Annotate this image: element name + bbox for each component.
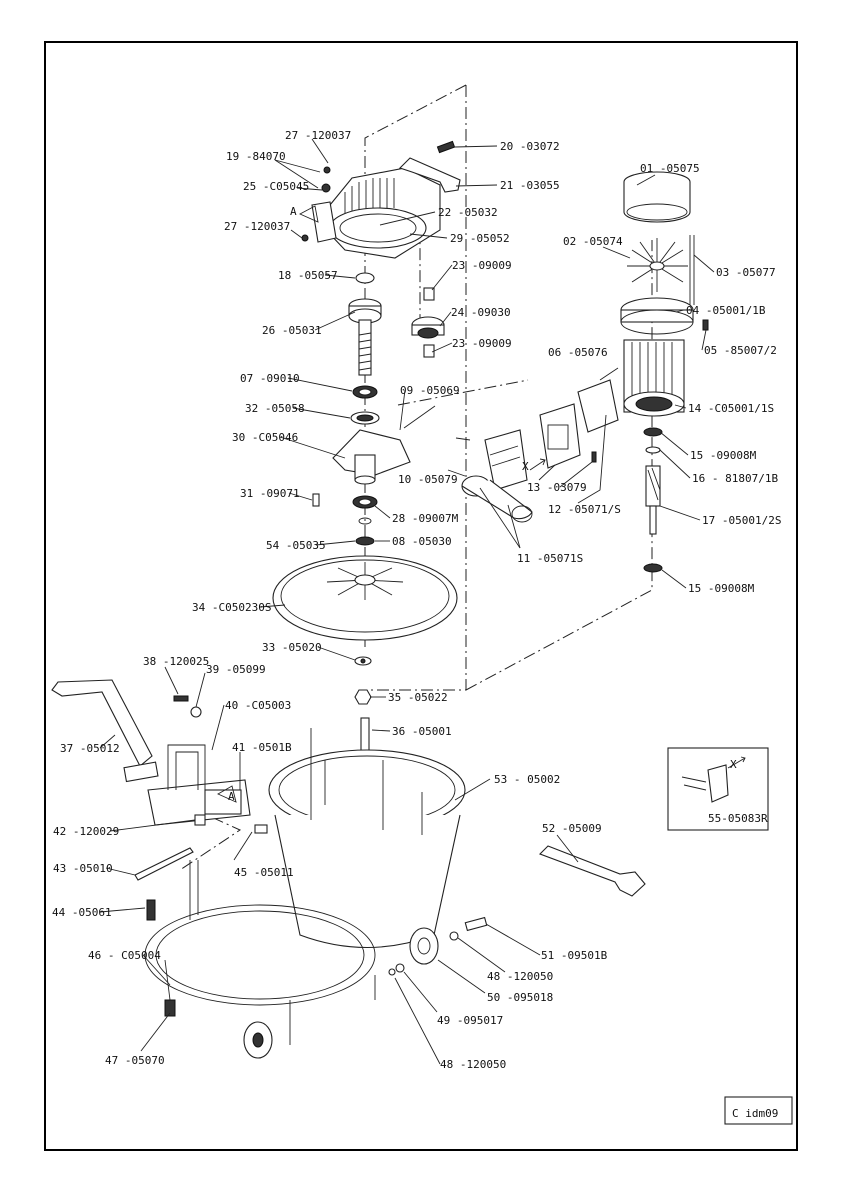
callout-05: 05 -85007/2 xyxy=(704,344,777,357)
wheel-assembly xyxy=(388,916,488,976)
callout-41: 41 -0501B xyxy=(232,741,292,754)
callout-24: 24 -09030 xyxy=(451,306,511,319)
spanner xyxy=(539,845,646,897)
callout-45: 45 -05011 xyxy=(234,866,294,879)
callout-27a: 27 -120037 xyxy=(285,129,351,142)
callout-21: 21 -03055 xyxy=(500,179,560,192)
callout-15a: 15 -09008M xyxy=(690,449,757,462)
callout-38: 38 -120025 xyxy=(143,655,209,668)
callout-04: 04 -05001/1B xyxy=(686,304,766,317)
callout-48a: 48 -120050 xyxy=(487,970,553,983)
callout-26: 26 -05031 xyxy=(262,324,322,337)
callout-44: 44 -05061 xyxy=(52,906,112,919)
callout-33: 33 -05020 xyxy=(262,641,322,654)
mixer-bucket xyxy=(268,728,466,949)
drawing-code: C idm09 xyxy=(732,1107,778,1120)
callout-27b: 27 -120037 xyxy=(224,220,290,233)
callout-02: 02 -05074 xyxy=(563,235,623,248)
callout-42: 42 -120029 xyxy=(53,825,119,838)
callout-19: 19 -84070 xyxy=(226,150,286,163)
callout-37: 37 -05012 xyxy=(60,742,120,755)
callout-43: 43 -05010 xyxy=(53,862,113,875)
callout-12: 12 -05071/S xyxy=(548,503,621,516)
callout-22: 22 -05032 xyxy=(438,206,498,219)
callout-20: 20 -03072 xyxy=(500,140,560,153)
gear-shaft-assembly xyxy=(348,272,382,376)
callout-51: 51 -09501B xyxy=(541,949,608,962)
leader-lines xyxy=(99,138,715,1065)
callout-52: 52 -05009 xyxy=(542,822,602,835)
callout-10: 10 -05079 xyxy=(398,473,458,486)
callout-49: 49 -095017 xyxy=(437,1014,503,1027)
switch-detail-inset xyxy=(667,747,769,831)
section-markers: A A X X xyxy=(217,205,737,803)
drawing-border xyxy=(44,41,798,1151)
intermediate-gear xyxy=(411,287,445,358)
gearbox-housing xyxy=(301,166,441,259)
callout-16: 16 - 81807/1B xyxy=(692,472,778,485)
callout-36: 36 -05001 xyxy=(392,725,452,738)
callout-47: 47 -05070 xyxy=(105,1054,165,1067)
callout-48b: 48 -120050 xyxy=(440,1058,506,1071)
callout-53: 53 - 05002 xyxy=(494,773,560,786)
callout-09: 09 -05069 xyxy=(400,384,460,397)
callout-28: 28 -09007M xyxy=(392,512,459,525)
handle xyxy=(51,679,159,783)
callout-13: 13 -03079 xyxy=(527,481,587,494)
callout-08: 08 -05030 xyxy=(392,535,452,548)
callout-50: 50 -095018 xyxy=(487,991,553,1004)
callout-39: 39 -05099 xyxy=(206,663,266,676)
callout-30: 30 -C05046 xyxy=(232,431,298,444)
mounting-bracket xyxy=(398,140,461,193)
callout-54: 54 -05035 xyxy=(266,539,326,552)
callout-23b: 23 -09009 xyxy=(452,337,512,350)
switch-assembly xyxy=(455,379,619,523)
direction-marker-inset: X xyxy=(730,758,737,771)
callout-55: 55-05083R xyxy=(708,812,768,825)
bearing-flange-assembly xyxy=(312,385,436,546)
handle-bracket xyxy=(134,695,268,921)
callout-14: 14 -C05001/1S xyxy=(688,402,774,415)
callout-06: 06 -05076 xyxy=(548,346,608,359)
part-callouts: 27 -120037 19 -84070 25 -C05045 27 -1200… xyxy=(52,129,781,1071)
callout-25: 25 -C05045 xyxy=(243,180,309,193)
callout-32: 32 -05058 xyxy=(245,402,305,415)
motor-assembly xyxy=(620,171,709,573)
direction-marker-main: X xyxy=(522,460,529,473)
section-marker-top: A xyxy=(290,205,297,218)
callout-15b: 15 -09008M xyxy=(688,582,755,595)
callout-46: 46 - C05004 xyxy=(88,949,161,962)
callout-01: 01 -05075 xyxy=(640,162,700,175)
callout-34: 34 -C050230S xyxy=(192,601,271,614)
callout-11: 11 -05071S xyxy=(517,552,583,565)
callout-35: 35 -05022 xyxy=(388,691,448,704)
drawing-code-box: C idm09 xyxy=(724,1096,793,1125)
callout-07: 07 -09010 xyxy=(240,372,300,385)
callout-03: 03 -05077 xyxy=(716,266,776,279)
section-marker-bracket: A xyxy=(228,790,235,803)
callout-40: 40 -C05003 xyxy=(225,699,291,712)
callout-23a: 23 -09009 xyxy=(452,259,512,272)
callout-17: 17 -05001/2S xyxy=(702,514,781,527)
trolley-frame xyxy=(144,860,376,1059)
callout-31: 31 -09071 xyxy=(240,487,300,500)
callout-29: 29 -05052 xyxy=(450,232,510,245)
callout-18: 18 -05057 xyxy=(278,269,338,282)
